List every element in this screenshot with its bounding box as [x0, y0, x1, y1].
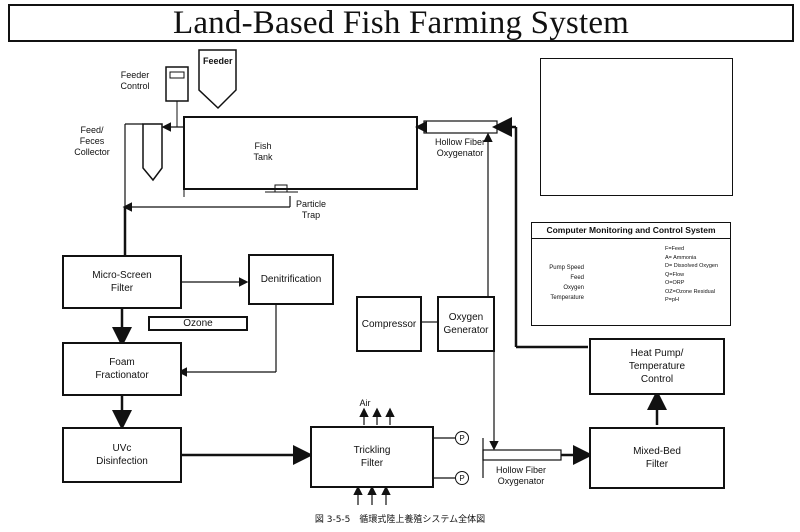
legend-item: Q=Flow — [665, 271, 685, 278]
monitoring-legend: F=Feed A= Ammonia D= Dissolved Oxygen Q=… — [665, 245, 718, 305]
legend-item: OZ=Ozone Residual — [665, 288, 715, 295]
hollow-fiber-oxygenator-bottom-label: Hollow Fiber Oxygenator — [495, 465, 546, 486]
mixed-bed-filter-box: Mixed-Bed Filter — [589, 427, 725, 489]
micro-screen-filter-box: Micro-Screen Filter — [62, 255, 182, 309]
fish-tank-label: Fish Tank — [253, 141, 273, 162]
oxygen-generator-box: Oxygen Generator — [437, 296, 495, 352]
trickling-filter-box: Trickling Filter — [310, 426, 434, 488]
hollow-fiber-oxygenator-top-label: Hollow Fiber Oxygenator — [434, 137, 485, 158]
foam-fractionator-box: Foam Fractionator — [62, 342, 182, 396]
hollow-fiber-top-shape — [423, 120, 498, 134]
uvc-disinfection-box: UVc Disinfection — [62, 427, 182, 483]
air-label: Air — [359, 398, 371, 408]
heat-pump-box: Heat Pump/ Temperature Control — [589, 338, 725, 395]
monitoring-title: Computer Monitoring and Control System — [532, 223, 730, 239]
monitoring-input: Temperature — [550, 295, 584, 301]
monitoring-input: Pump Speed — [549, 265, 584, 271]
feces-collector-shape — [142, 123, 163, 182]
legend-item: A= Ammonia — [665, 254, 697, 261]
fish-tank-outline — [183, 116, 418, 190]
pump-lower: P — [455, 471, 469, 485]
figure-caption: 図 3-5-5 循環式陸上養殖システム全体図 — [314, 515, 486, 525]
denitrification-box: Denitrification — [248, 254, 334, 305]
monitoring-input: Feed — [570, 275, 584, 281]
feeder-control-label: Feeder Control — [120, 70, 150, 91]
page-title: Land-Based Fish Farming System — [172, 5, 630, 41]
title-banner: Land-Based Fish Farming System — [8, 4, 794, 42]
legend-item: O=ORP — [665, 280, 685, 286]
monitoring-inputs: Pump Speed Feed Oxygen Temperature — [536, 263, 584, 303]
compressor-box: Compressor — [356, 296, 422, 352]
feeder-label: Feeder — [203, 56, 233, 66]
pump-upper: P — [455, 431, 469, 445]
ozone-box: Ozone — [148, 316, 248, 331]
feeder-control-device — [165, 66, 189, 102]
monitoring-input: Oxygen — [563, 285, 584, 291]
legend-item: D= Dissolved Oxygen — [665, 263, 719, 269]
feed-feces-collector-label: Feed/ Feces Collector — [74, 125, 110, 157]
particle-trap-label: Particle Trap — [295, 199, 326, 220]
facility-illustration — [540, 58, 733, 196]
legend-item: F=Feed — [665, 246, 685, 252]
computer-monitoring-panel: Computer Monitoring and Control System P… — [531, 222, 731, 326]
legend-item: P=pH — [665, 297, 679, 303]
hollow-fiber-bottom-shape — [482, 449, 562, 461]
